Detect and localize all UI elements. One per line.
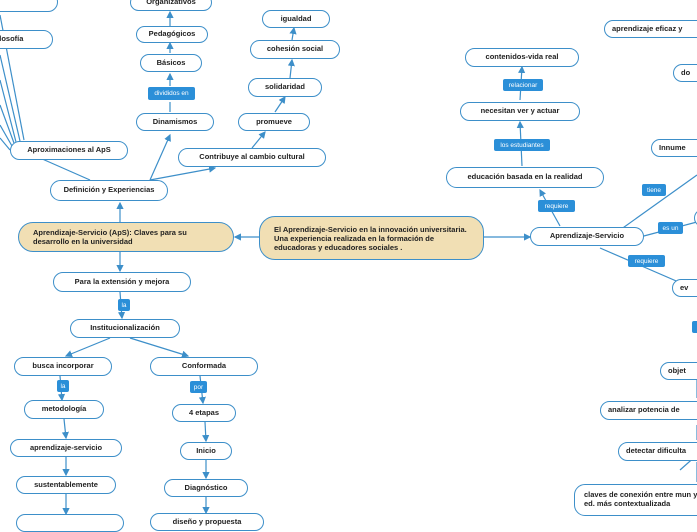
node-detectar[interactable]: detectar dificulta [618, 442, 697, 461]
node-organizativos[interactable]: Organizativos [130, 0, 212, 11]
label-por: por [190, 381, 207, 393]
node-basicos[interactable]: Básicos [140, 54, 202, 72]
node-metodologia[interactable]: metodología [24, 400, 104, 419]
node-ev[interactable]: ev [672, 279, 697, 297]
node-institucionalizacion[interactable]: Institucionalización [70, 319, 180, 338]
node-bottom-left-cut[interactable] [16, 514, 124, 532]
node-busca[interactable]: busca incorporar [14, 357, 112, 376]
node-definicion[interactable]: Definición y Experiencias [50, 180, 168, 201]
label-es-un: es un [658, 222, 683, 234]
node-extension[interactable]: Para la extensión y mejora [53, 272, 191, 292]
node-igualdad[interactable]: igualdad [262, 10, 330, 28]
node-aprendizaje-eficaz[interactable]: aprendizaje eficaz y [604, 20, 697, 38]
node-sustentablemente[interactable]: sustentablemente [16, 476, 116, 494]
node-analizar[interactable]: analizar potencia de [600, 401, 697, 420]
node-pedagogicos[interactable]: Pedagógicos [136, 26, 208, 43]
node-aproximaciones[interactable]: Aproximaciones al ApS [10, 141, 128, 160]
node-dinamismos[interactable]: Dinamismos [136, 113, 214, 131]
node-top-cut[interactable]: ... [0, 0, 58, 12]
label-la-2: la [57, 380, 69, 392]
node-conformada[interactable]: Conformada [150, 357, 258, 376]
node-solidaridad[interactable]: solidaridad [248, 78, 322, 97]
node-diagnostico[interactable]: Diagnóstico [164, 479, 248, 497]
label-estudiantes: los estudiantes [494, 139, 550, 151]
node-aprendizaje-servicio-small[interactable]: aprendizaje-servicio [10, 439, 122, 457]
node-promueve[interactable]: promueve [238, 113, 310, 131]
node-cohesion[interactable]: cohesión social [250, 40, 340, 59]
label-relacionar: relacionar [503, 79, 543, 91]
left-main-topic[interactable]: Aprendizaje-Servicio (ApS): Claves para … [18, 222, 234, 252]
node-aprendizaje-servicio[interactable]: Aprendizaje-Servicio [530, 227, 644, 246]
label-requiere-2: requiere [628, 255, 665, 267]
node-educacion[interactable]: educación basada en la realidad [446, 167, 604, 188]
node-necesitan[interactable]: necesitan ver y actuar [460, 102, 580, 121]
label-la-1: la [118, 299, 130, 311]
central-topic[interactable]: El Aprendizaje-Servicio en la innovación… [259, 216, 484, 260]
node-filosofia[interactable]: o filosofía [0, 30, 53, 49]
node-etapas[interactable]: 4 etapas [172, 404, 236, 422]
node-contribuye[interactable]: Contribuye al cambio cultural [178, 148, 326, 167]
label-tiene: tiene [642, 184, 666, 196]
node-objet[interactable]: objet [660, 362, 697, 380]
label-requiere-1: requiere [538, 200, 575, 212]
node-contenidos[interactable]: contenidos-vida real [465, 48, 579, 67]
label-divididos: divididos en [148, 87, 195, 100]
label-right-stub [692, 321, 697, 333]
node-claves[interactable]: claves de conexión entre mun y ed. más c… [574, 484, 697, 516]
node-innume[interactable]: Innume [651, 139, 697, 157]
node-inicio[interactable]: Inicio [180, 442, 232, 460]
node-diseno[interactable]: diseño y propuesta [150, 513, 264, 531]
node-do[interactable]: do [673, 64, 697, 82]
